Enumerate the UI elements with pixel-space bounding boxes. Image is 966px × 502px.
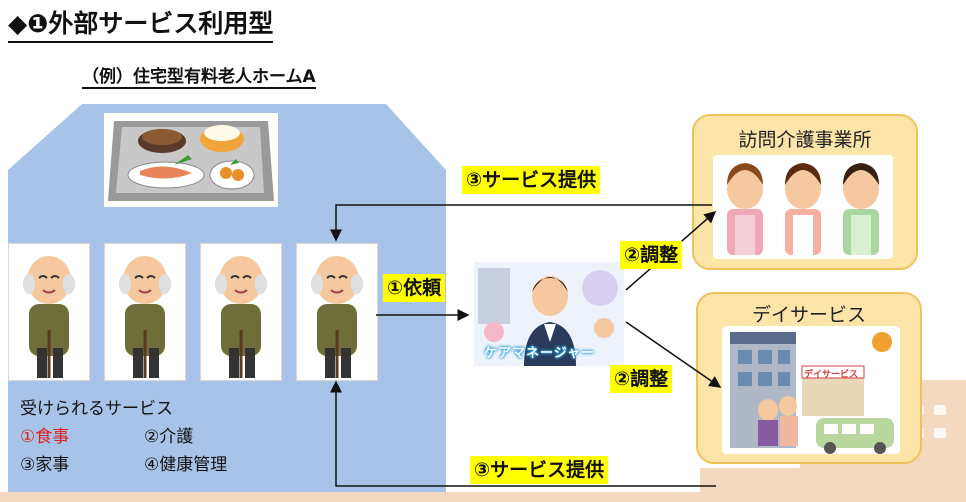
elderly-man-icon bbox=[311, 256, 363, 378]
arrow-service-provision-bottom bbox=[330, 380, 716, 487]
arrow-service-provision-top bbox=[330, 204, 712, 242]
label-service-provision-bottom: ③サービス提供 bbox=[470, 456, 609, 484]
resident-card bbox=[200, 243, 282, 381]
care-manager-image: ケアマネージャー bbox=[474, 262, 624, 366]
example-heading: （例）住宅型有料老人ホームA bbox=[82, 62, 316, 89]
visiting-care-title: 訪問介護事業所 bbox=[738, 129, 872, 151]
elderly-man-icon bbox=[215, 256, 267, 378]
service-item-meal: ①食事 bbox=[20, 427, 70, 447]
day-service-image: デイサービス bbox=[722, 326, 900, 454]
day-service-sign: デイサービス bbox=[804, 370, 859, 380]
care-manager-label: ケアマネージャー bbox=[484, 346, 596, 361]
service-item-health: ④健康管理 bbox=[144, 455, 228, 475]
care-staff-image bbox=[713, 155, 893, 259]
resident-card bbox=[104, 243, 186, 381]
day-service-building-icon bbox=[730, 332, 894, 454]
label-adjust-top: ②調整 bbox=[620, 241, 683, 269]
care-workers-icon bbox=[727, 163, 879, 255]
label-request: ①依頼 bbox=[383, 274, 446, 302]
page-title: ◆❶外部サービス利用型 bbox=[8, 4, 274, 43]
arrow-adjust-bottom bbox=[625, 321, 722, 388]
meal-tray-image bbox=[104, 113, 278, 207]
elderly-man-icon bbox=[119, 256, 171, 378]
label-service-provision-top: ③サービス提供 bbox=[462, 166, 601, 194]
elderly-man-icon bbox=[23, 256, 75, 378]
resident-card bbox=[8, 243, 90, 381]
label-adjust-bottom: ②調整 bbox=[610, 365, 673, 393]
service-item-care: ②介護 bbox=[144, 427, 194, 447]
resident-card-requesting bbox=[296, 243, 378, 381]
service-item-housework: ③家事 bbox=[20, 455, 70, 475]
services-heading: 受けられるサービス bbox=[20, 399, 173, 419]
day-service-title: デイサービス bbox=[751, 304, 866, 326]
